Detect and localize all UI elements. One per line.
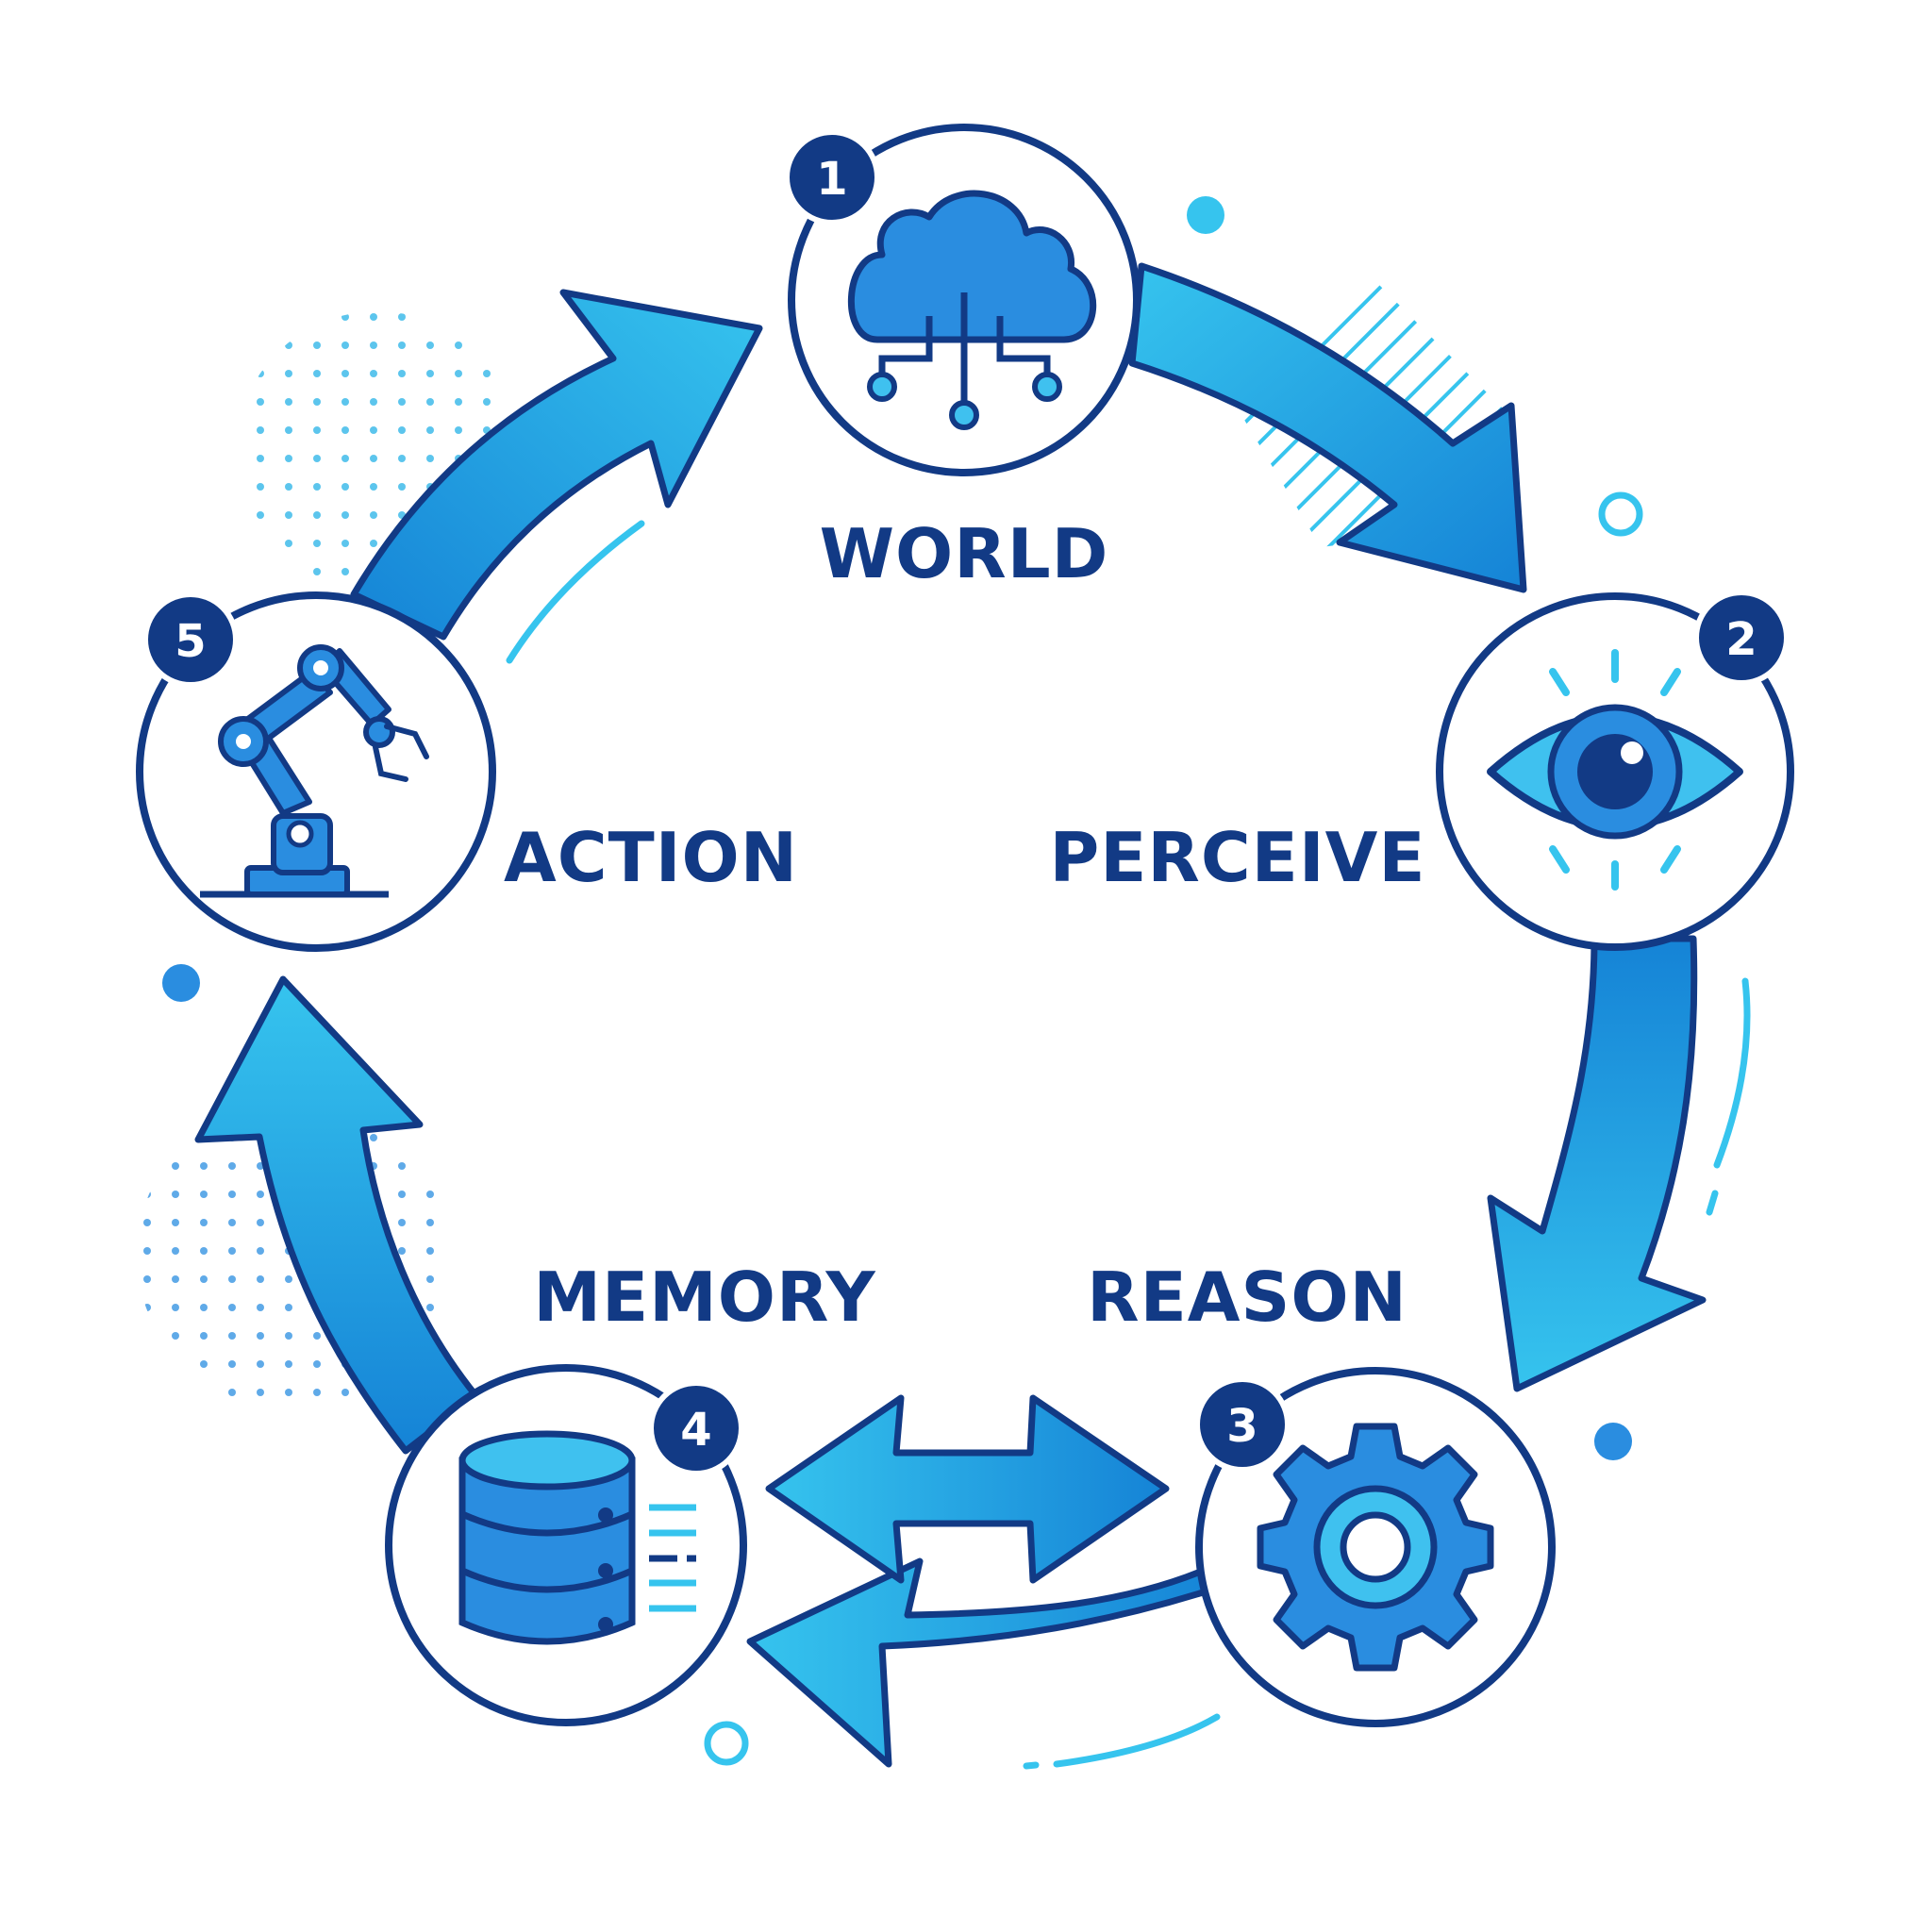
action-circle <box>136 591 496 952</box>
arrow-world-to-perceive <box>1128 262 1527 593</box>
database-icon <box>458 1430 696 1645</box>
memory-number: 4 <box>680 1404 711 1457</box>
robot-arm-icon <box>200 644 429 898</box>
stage-perceive: 2 PERCEIVE <box>1049 590 1794 951</box>
action-number-badge <box>142 591 239 688</box>
arrow-perceive-to-reason <box>1487 935 1707 1392</box>
memory-number-badge <box>648 1380 744 1476</box>
reason-number: 3 <box>1226 1400 1257 1453</box>
decor-arc-line <box>1053 1713 1221 1768</box>
decor-ring <box>704 1721 749 1766</box>
double-arrow-memory-reason <box>765 1394 1170 1584</box>
reason-number-badge <box>1194 1376 1291 1473</box>
gear-icon <box>1257 1423 1494 1672</box>
reason-label: REASON <box>1087 1257 1407 1337</box>
decor-dash <box>1023 1761 1040 1770</box>
stage-world: 1 WORLD <box>784 124 1141 593</box>
stage-action: 5 ACTION <box>136 591 798 952</box>
flow-arrows <box>194 262 1707 1768</box>
arrow-memory-to-action <box>194 975 480 1455</box>
memory-label: MEMORY <box>533 1257 875 1337</box>
arrow-reason-to-memory <box>746 1557 1230 1768</box>
decor-arc-line <box>1713 977 1751 1169</box>
world-number: 1 <box>816 153 847 206</box>
cloud-network-icon <box>848 190 1096 430</box>
perceive-label: PERCEIVE <box>1049 818 1425 897</box>
action-label: ACTION <box>504 818 798 897</box>
perceive-number: 2 <box>1725 613 1757 666</box>
arrow-action-to-world <box>350 289 763 641</box>
decor-dash <box>1706 1190 1719 1216</box>
world-label: WORLD <box>820 514 1109 593</box>
action-number: 5 <box>175 615 206 668</box>
decor-dot <box>1594 1423 1632 1460</box>
decor-dot <box>1187 196 1224 234</box>
eye-icon <box>1487 649 1743 891</box>
decor-ring <box>1598 491 1643 537</box>
decor-dot <box>162 964 200 1002</box>
stage-reason: 3 REASON <box>1087 1257 1556 1727</box>
world-number-badge <box>784 129 880 225</box>
decor-arc-line <box>506 520 645 664</box>
stage-memory: 4 MEMORY <box>385 1257 875 1726</box>
perceive-number-badge <box>1693 590 1790 686</box>
